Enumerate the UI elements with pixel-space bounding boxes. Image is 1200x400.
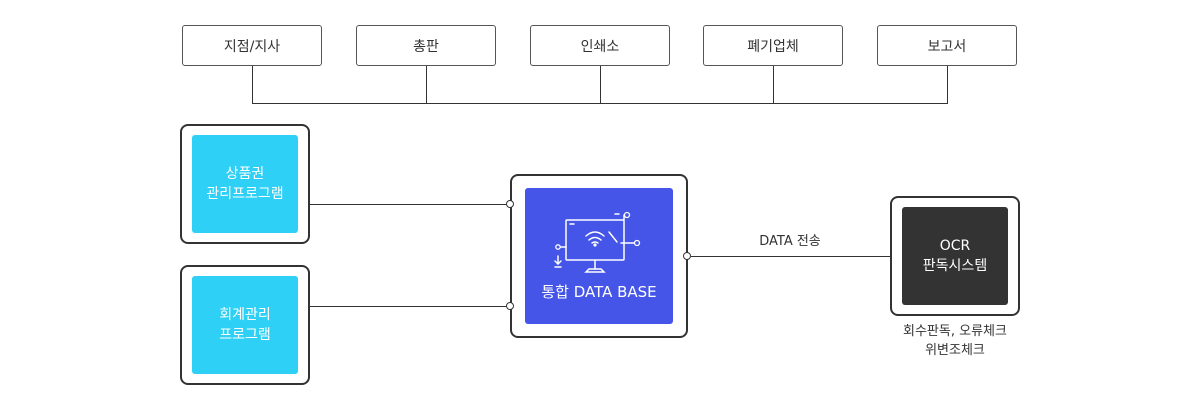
- ocr-caption: 회수판독, 오류체크 위변조체크: [880, 322, 1030, 360]
- database-frame: 통합 DATA BASE: [510, 174, 688, 338]
- monitor-wifi-icon: [554, 211, 641, 273]
- data-transfer-label: DATA 전송: [759, 234, 821, 249]
- ocr-caption-line-2: 위변조체크: [925, 343, 985, 358]
- database-label: 통합 DATA BASE: [541, 282, 657, 301]
- top-box-printer: 인쇄소: [530, 25, 670, 66]
- connector-dot: [506, 200, 514, 208]
- accounting-program: 회계관리 프로그램: [192, 276, 298, 374]
- accounting-program-line-2: 프로그램: [219, 327, 271, 343]
- top-box-branch: 지점/지사: [182, 25, 322, 66]
- ocr-system-line-1: OCR: [939, 238, 971, 254]
- ocr-caption-line-1: 회수판독, 오류체크: [903, 324, 1007, 339]
- ocr-system-line-2: 판독시스템: [922, 258, 988, 274]
- ocr-system: OCR 판독시스템: [902, 207, 1008, 305]
- connector-dot: [506, 302, 514, 310]
- gift-card-program-line-1: 상품권: [225, 166, 265, 182]
- integrated-database: 통합 DATA BASE: [525, 188, 673, 324]
- top-box-report: 보고서: [877, 25, 1017, 66]
- accounting-program-frame: 회계관리 프로그램: [180, 265, 310, 385]
- gift-card-program: 상품권 관리프로그램: [192, 135, 298, 233]
- top-box-disposal: 폐기업체: [703, 25, 843, 66]
- ocr-system-frame: OCR 판독시스템: [890, 196, 1020, 316]
- connector-dot: [683, 252, 691, 260]
- top-box-distributor: 총판: [356, 25, 496, 66]
- gift-card-program-frame: 상품권 관리프로그램: [180, 124, 310, 244]
- accounting-program-line-1: 회계관리: [219, 307, 271, 323]
- gift-card-program-line-2: 관리프로그램: [206, 186, 284, 202]
